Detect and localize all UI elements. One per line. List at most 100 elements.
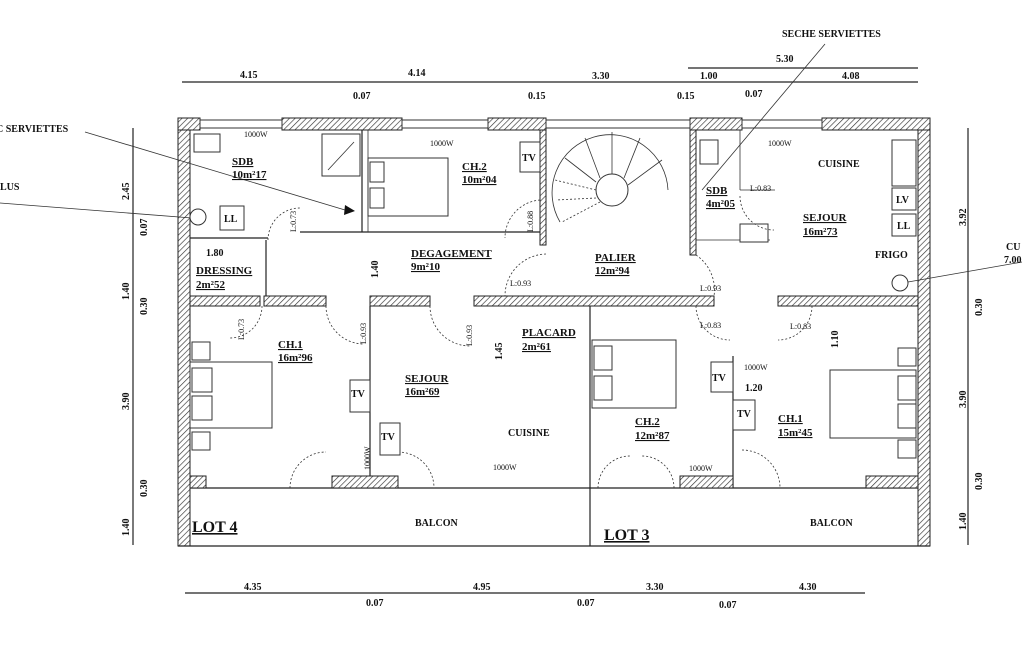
dim-label: 4.35 — [244, 582, 262, 593]
tv-label: TV — [351, 389, 366, 400]
dishwasher-label: LV — [896, 195, 910, 206]
room-name: PLACARD — [522, 327, 576, 339]
dim-label: 0.07 — [745, 89, 763, 100]
door-width: L:0.93 — [359, 323, 368, 344]
room-area: 10m²04 — [462, 174, 497, 186]
room-name: CH.1 — [278, 339, 303, 351]
dim-label: 1.10 — [830, 331, 841, 349]
dim-label: 0.30 — [974, 299, 985, 317]
radiator-label: 1000W — [768, 139, 792, 148]
room-name: SDB — [232, 156, 254, 168]
room-area: 12m²87 — [635, 430, 670, 442]
door-width: L:0.73 — [237, 319, 246, 340]
room-name: CH.2 — [635, 416, 660, 428]
door-width: L:0.93 — [700, 284, 721, 293]
dim-label: 0.15 — [528, 91, 546, 102]
room-name: BALCON — [415, 518, 459, 529]
radiator-label: 1000W — [244, 130, 268, 139]
door-width: L:0.83 — [790, 322, 811, 331]
radiator-label: 1000W — [363, 446, 372, 470]
room-name: SEJOUR — [803, 212, 847, 224]
dim-label: 0.07 — [139, 219, 150, 237]
room-labels: SDB 10m²17 CH.2 10m²04 DEGAGEMENT 9m²10 … — [192, 156, 860, 544]
tv-label: TV — [381, 432, 396, 443]
towel-dryer-callout: SECHE SERVIETTES — [782, 29, 881, 40]
callout-leaders — [0, 43, 1023, 292]
room-area: 15m²45 — [778, 427, 813, 439]
dim-label: 1.80 — [206, 248, 224, 259]
radiator-label: 1000W — [744, 363, 768, 372]
dim-label: 0.07 — [719, 600, 737, 611]
room-name: SEJOUR — [405, 373, 449, 385]
door-width: L:0.93 — [465, 325, 474, 346]
dim-label: 1.40 — [121, 519, 132, 537]
dim-label: 3.30 — [646, 582, 664, 593]
room-name: CUISINE — [818, 159, 860, 170]
room-name: CH.2 — [462, 161, 487, 173]
room-name: CUISINE — [508, 428, 550, 439]
room-area: 16m²96 — [278, 352, 313, 364]
dim-label: 0.30 — [974, 473, 985, 491]
washing-machine-label: LL — [897, 221, 911, 232]
radiator-label: 1000W — [430, 139, 454, 148]
dim-label: 4.30 — [799, 582, 817, 593]
bathtub — [193, 133, 221, 153]
door-width: L:0.83 — [700, 321, 721, 330]
fridge-label: FRIGO — [875, 250, 908, 261]
dim-label: 1.20 — [745, 383, 763, 394]
dim-label: 4.08 — [842, 71, 860, 82]
radiator-label: 1000W — [493, 463, 517, 472]
dimension-labels: 4.15 4.14 3.30 1.00 4.08 5.30 0.07 0.15 … — [121, 54, 985, 611]
windows — [199, 119, 823, 129]
room-name: BALCON — [810, 518, 854, 529]
door-width: L:0.93 — [510, 279, 531, 288]
dim-label: 0.30 — [139, 480, 150, 498]
room-name: DRESSING — [196, 265, 253, 277]
dim-label: 3.92 — [958, 209, 969, 227]
dim-label: 0.07 — [577, 598, 595, 609]
room-name: CH.1 — [778, 413, 803, 425]
towel-dryer-callout: C SERVIETTES — [0, 124, 69, 135]
dim-label: 1.40 — [370, 261, 381, 279]
radiator-label: 1000W — [689, 464, 713, 473]
room-area: 9m²10 — [411, 261, 440, 273]
dim-label: 0.07 — [366, 598, 384, 609]
door-width: L:0.88 — [526, 211, 535, 232]
dim-label: 2.45 — [121, 183, 132, 201]
door-width: L:0.83 — [750, 184, 771, 193]
room-name: DEGAGEMENT — [411, 248, 492, 260]
dim-label: 1.40 — [958, 513, 969, 531]
dim-label: 1.00 — [700, 71, 718, 82]
shower — [321, 133, 361, 177]
door-width-labels: L:0.73 L:0.88 L:0.93 L:0.93 L:0.83 L:0.8… — [237, 184, 811, 346]
boiler-callout: CU — [1006, 242, 1020, 253]
dim-label: 3.90 — [958, 391, 969, 409]
boiler-callout: LUS — [0, 182, 20, 193]
fixtures: LL LV LL FRIGO TV TV TV TV TV 1000W 1000… — [219, 130, 917, 473]
lot-label: LOT 3 — [604, 527, 650, 544]
dim-label: 0.15 — [677, 91, 695, 102]
dim-label: 4.15 — [240, 70, 258, 81]
room-name: SDB — [706, 185, 728, 197]
dim-label: 4.14 — [408, 68, 426, 79]
spiral-staircase — [551, 132, 669, 223]
dim-label: 3.30 — [592, 71, 610, 82]
tv-label: TV — [737, 409, 752, 420]
dim-label: 0.07 — [353, 91, 371, 102]
room-area: 10m²17 — [232, 169, 267, 181]
room-area: 2m²61 — [522, 341, 551, 353]
room-area: 4m²05 — [706, 198, 735, 210]
room-area: 16m²69 — [405, 386, 440, 398]
door-width: L:0.73 — [289, 211, 298, 232]
dimension-lines — [132, 67, 969, 594]
washing-machine-label: LL — [224, 214, 238, 225]
dim-label: 5.30 — [776, 54, 794, 65]
room-area: 2m²52 — [196, 279, 225, 291]
tv-label: TV — [522, 153, 537, 164]
furniture — [189, 133, 917, 459]
room-area: 16m²73 — [803, 226, 838, 238]
stove — [891, 139, 917, 187]
dim-label: 1.40 — [121, 283, 132, 301]
dim-label: 3.90 — [121, 393, 132, 411]
